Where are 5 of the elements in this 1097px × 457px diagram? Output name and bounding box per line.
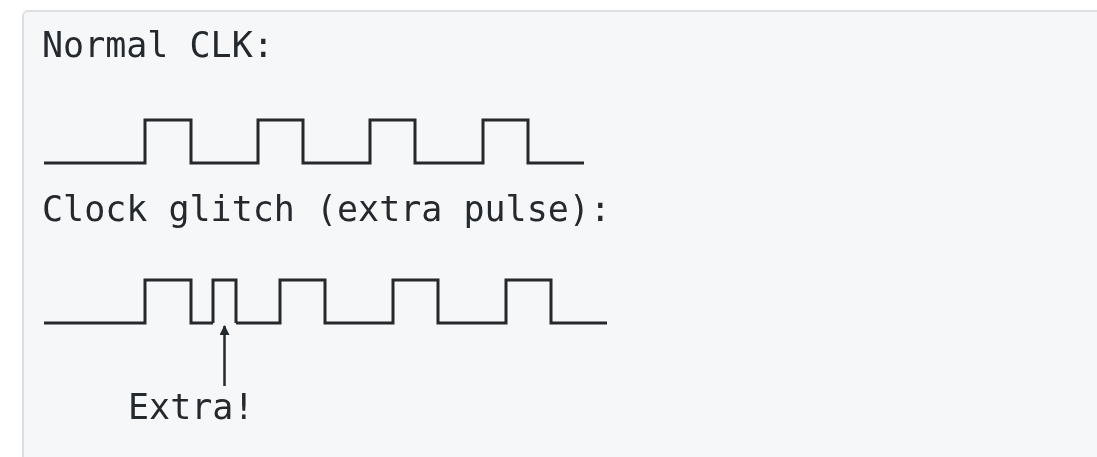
extra-pulse <box>211 278 238 323</box>
waveform-title: Clock glitch (extra pulse): <box>42 188 611 230</box>
annotation-text: Extra! <box>128 386 255 428</box>
arrow <box>219 325 230 386</box>
waveform-title: Normal CLK: <box>42 24 274 66</box>
